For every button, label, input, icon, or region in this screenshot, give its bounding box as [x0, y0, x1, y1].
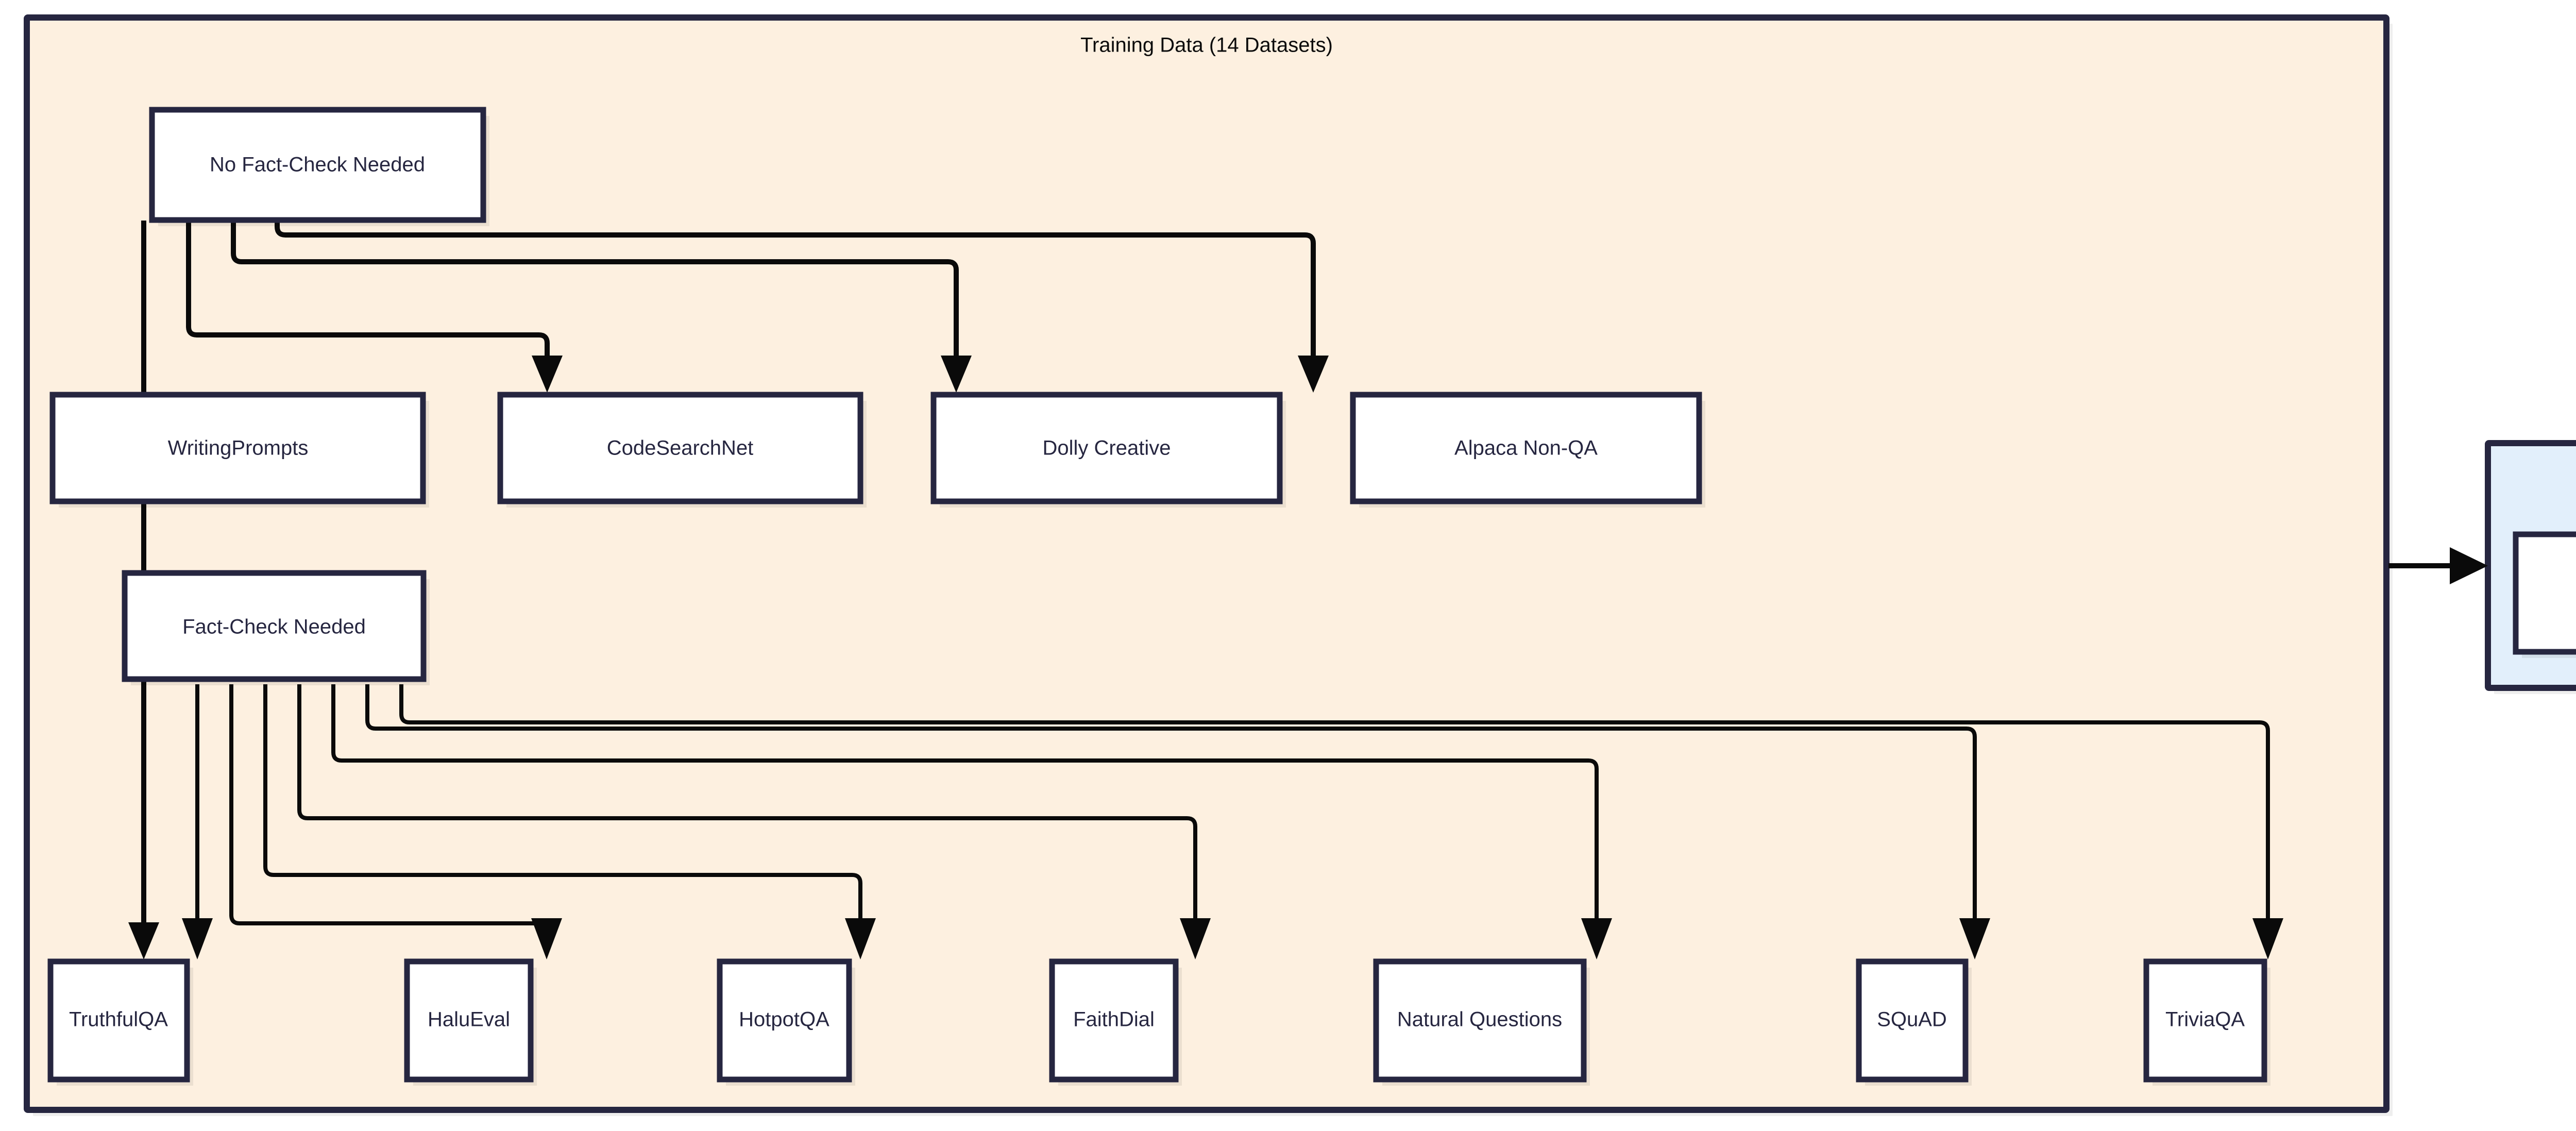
- node-truthfulqa-label: TruthfulQA: [69, 1008, 168, 1031]
- node-squad[interactable]: SQuAD: [1856, 958, 1972, 1086]
- node-modernbert-base[interactable]: ModernBERT Base: [2513, 531, 2576, 658]
- edge-fact-check-to-naturalquestions: [331, 684, 1612, 959]
- edge-fact-check-to-faithdial: [297, 684, 1211, 959]
- edge-training-to-sentinel: [2388, 547, 2488, 584]
- node-alpacanonqa-label: Alpaca Non-QA: [1454, 437, 1598, 460]
- node-naturalquestions[interactable]: Natural Questions: [1373, 958, 1590, 1086]
- node-fact-check-needed[interactable]: Fact-Check Needed: [122, 570, 430, 685]
- node-triviaqa[interactable]: TriviaQA: [2143, 958, 2270, 1086]
- edge-fact-check-to-squad: [365, 684, 1990, 959]
- edge-no-fact-check-to-dollycreative: [231, 221, 972, 393]
- node-halueval[interactable]: HaluEval: [404, 958, 537, 1086]
- node-no-fact-check-needed-label: No Fact-Check Needed: [210, 154, 425, 176]
- node-alpacanonqa[interactable]: Alpaca Non-QA: [1350, 392, 1705, 508]
- node-triviaqa-label: TriviaQA: [2165, 1008, 2245, 1031]
- node-hotpotqa[interactable]: HotpotQA: [717, 958, 855, 1086]
- node-halueval-label: HaluEval: [428, 1008, 510, 1031]
- node-writingprompts[interactable]: WritingPrompts: [49, 392, 429, 508]
- training-cluster-title: Training Data (14 Datasets): [1080, 34, 1333, 57]
- node-codesearchnet[interactable]: CodeSearchNet: [497, 392, 867, 508]
- node-hotpotqa-label: HotpotQA: [739, 1008, 829, 1031]
- node-codesearchnet-label: CodeSearchNet: [607, 437, 754, 460]
- training-data-cluster[interactable]: [24, 14, 2389, 1113]
- node-squad-label: SQuAD: [1877, 1008, 1947, 1031]
- node-faithdial-label: FaithDial: [1073, 1008, 1155, 1031]
- edge-fact-check-to-halueval: [229, 684, 562, 959]
- node-fact-check-needed-label: Fact-Check Needed: [182, 616, 366, 638]
- node-no-fact-check-needed[interactable]: No Fact-Check Needed: [149, 107, 489, 226]
- edge-fact-check-to-hotpotqa: [263, 684, 876, 959]
- edge-no-fact-check-to-codesearchnet: [186, 221, 563, 393]
- node-dollycreative-label: Dolly Creative: [1043, 437, 1171, 460]
- edge-no-fact-check-to-alpacanonqa: [275, 221, 1329, 393]
- node-dollycreative[interactable]: Dolly Creative: [930, 392, 1286, 508]
- node-truthfulqa[interactable]: TruthfulQA: [47, 958, 193, 1086]
- edge-fact-check-to-truthfulqa: [182, 684, 213, 959]
- node-faithdial[interactable]: FaithDial: [1049, 958, 1182, 1086]
- edge-fact-check-to-triviaqa: [399, 684, 2283, 959]
- node-writingprompts-label: WritingPrompts: [168, 437, 309, 460]
- node-naturalquestions-label: Natural Questions: [1397, 1008, 1562, 1031]
